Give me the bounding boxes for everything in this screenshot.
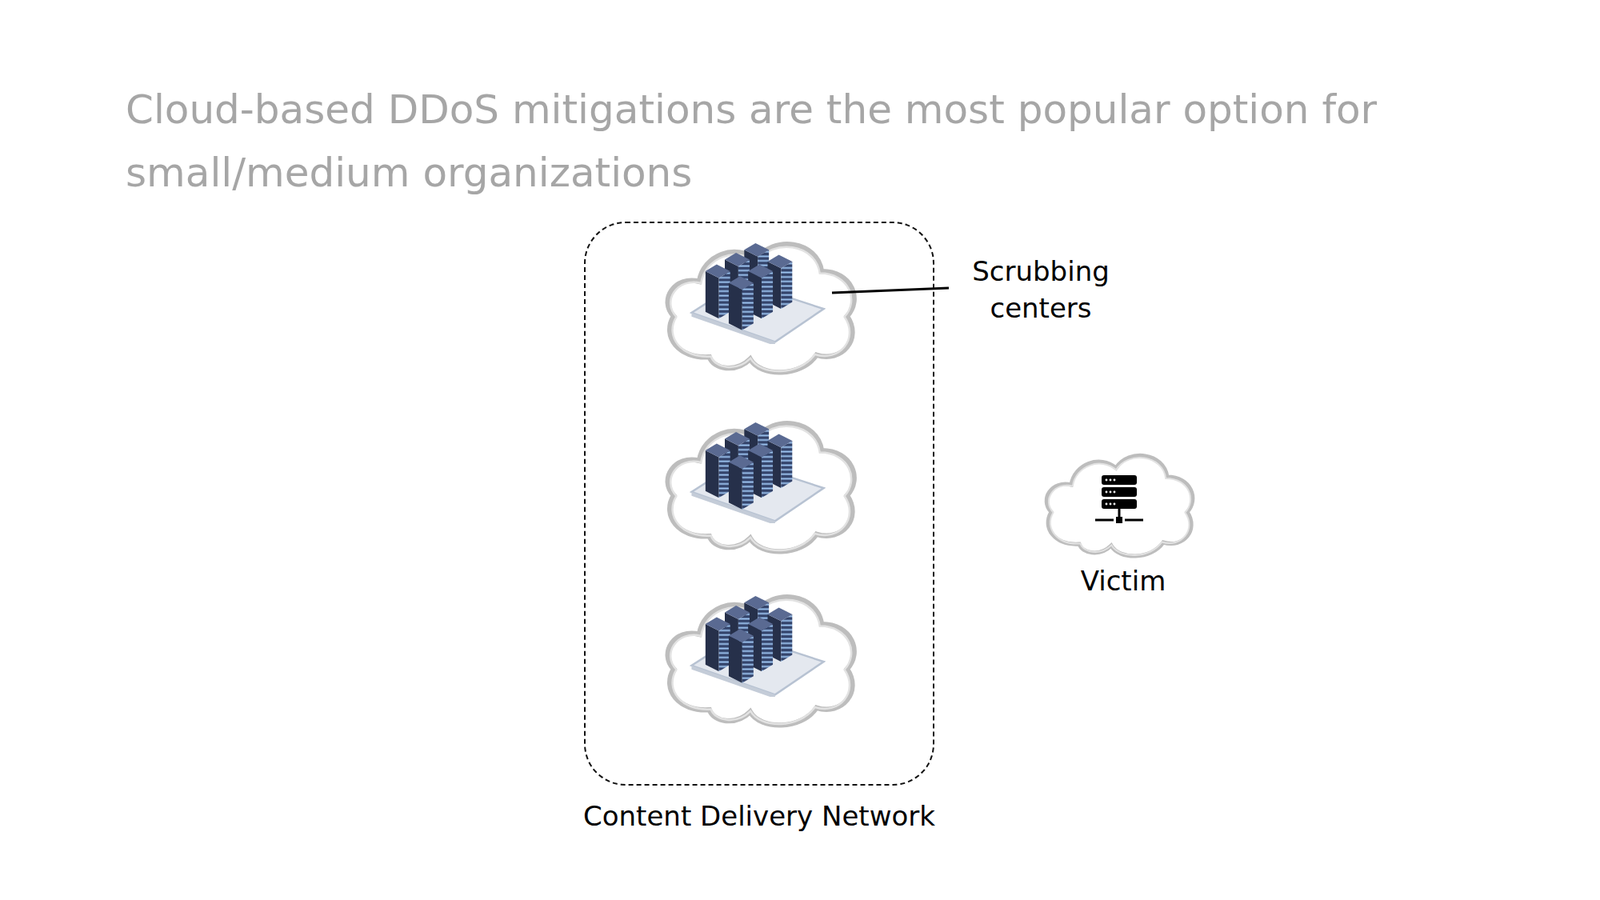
node-label: Content Delivery Network bbox=[583, 798, 936, 834]
scrubbing-center-3 bbox=[668, 596, 855, 726]
scrubbing-center-1 bbox=[668, 243, 855, 373]
node-label: Victim bbox=[1038, 563, 1208, 599]
slide-title: Cloud-based DDoS mitigations are the mos… bbox=[125, 78, 1454, 205]
cloud-outline bbox=[1038, 448, 1200, 560]
cdn-region: Content Delivery Network bbox=[584, 221, 935, 786]
leader-line bbox=[832, 288, 949, 293]
victim-cloud: Victim bbox=[1038, 448, 1208, 599]
server-icon bbox=[1095, 475, 1144, 524]
scrubbing-center-2 bbox=[668, 422, 855, 552]
callout-label: Scrubbing centers bbox=[956, 252, 1125, 327]
